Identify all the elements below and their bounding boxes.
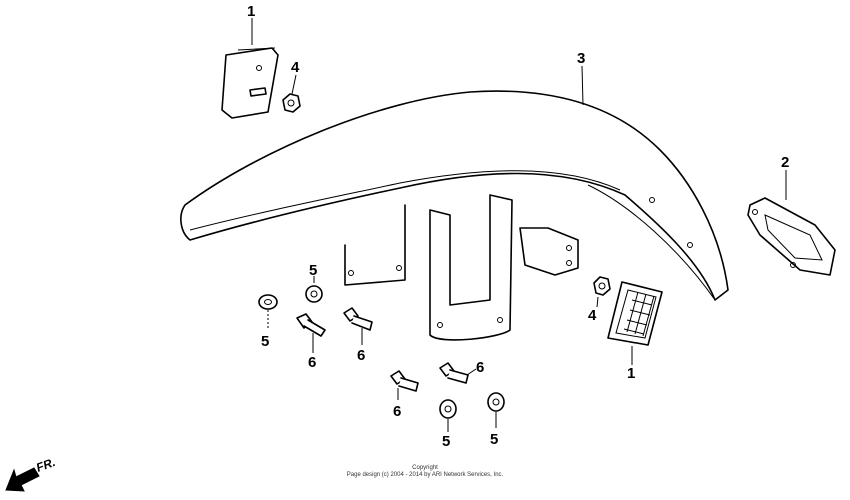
- reflector-bracket[interactable]: [747, 197, 836, 276]
- callout-bolt-d: 6: [476, 359, 484, 376]
- callout-bolt-c: 6: [393, 403, 401, 420]
- callout-washer-d: 5: [490, 431, 498, 448]
- callout-reflector-bracket: 2: [781, 154, 789, 171]
- callout-washer-b: 5: [309, 262, 317, 279]
- reflector-bottom[interactable]: [607, 281, 663, 346]
- washer-b[interactable]: [305, 285, 323, 303]
- bolt-d[interactable]: [439, 362, 469, 384]
- front-fender[interactable]: [180, 90, 729, 341]
- callout-bolt-a: 6: [308, 354, 316, 371]
- callout-front-fender: 3: [577, 50, 585, 67]
- callout-washer-a: 5: [261, 333, 269, 350]
- leader-lines: [251, 18, 787, 432]
- callout-washer-c: 5: [442, 433, 450, 450]
- bolt-b[interactable]: [343, 307, 373, 331]
- callout-bolt-b: 6: [357, 347, 365, 364]
- washer-d[interactable]: [487, 392, 505, 412]
- bolt-c[interactable]: [390, 370, 419, 392]
- washer-a[interactable]: [258, 294, 278, 310]
- washer-c[interactable]: [439, 399, 457, 419]
- reflector-top[interactable]: [221, 47, 279, 119]
- direction-label: FR.: [34, 455, 57, 475]
- callout-nut-right: 4: [588, 307, 597, 324]
- copyright-line-2: Page design (c) 2004 - 2014 by ARI Netwo…: [346, 472, 504, 478]
- front-direction-indicator: FR.: [5, 455, 57, 492]
- callout-reflector-top: 1: [247, 3, 255, 20]
- copyright-line-1: Copyright: [412, 465, 438, 471]
- bolt-a[interactable]: [296, 313, 326, 337]
- callout-reflector-bottom: 1: [627, 365, 635, 382]
- front-arrow-icon: [5, 467, 40, 492]
- nut-top[interactable]: [282, 93, 301, 113]
- nut-right[interactable]: [593, 276, 611, 296]
- callout-nut-top: 4: [291, 59, 300, 76]
